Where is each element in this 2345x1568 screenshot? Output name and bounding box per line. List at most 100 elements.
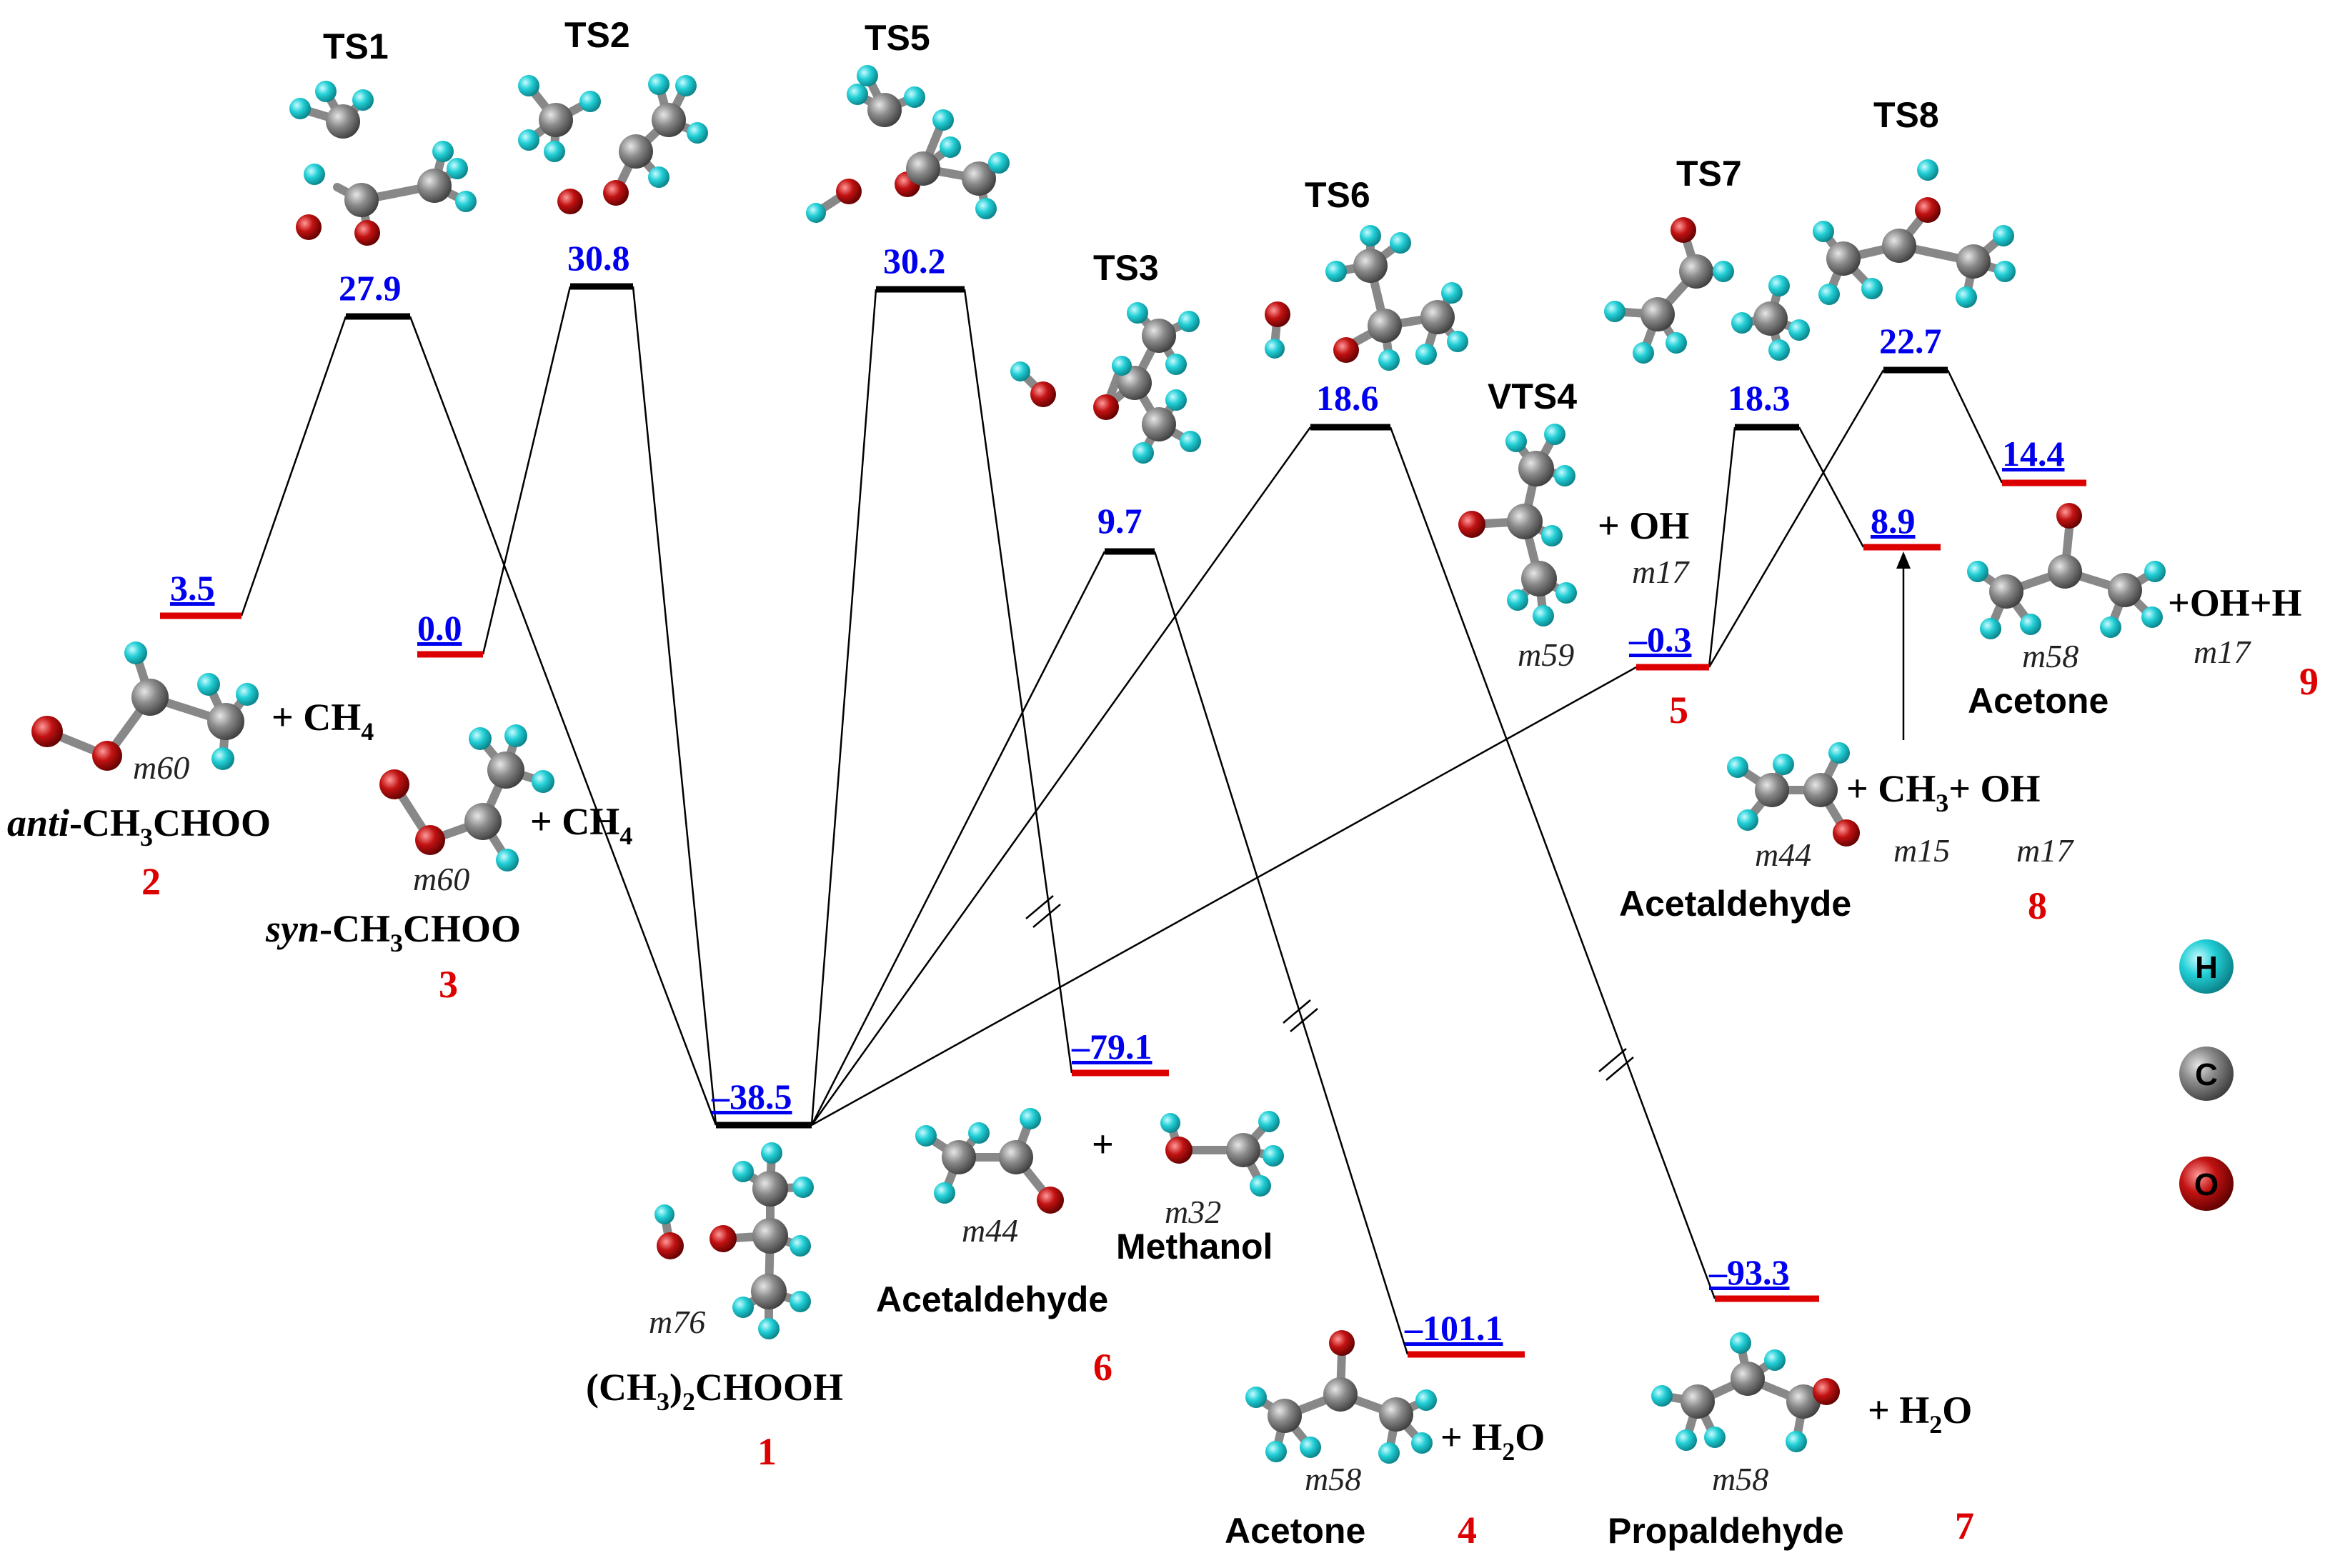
ts3-label: TS3	[1093, 248, 1159, 288]
species-5-mass: m59	[1518, 636, 1574, 673]
species-8-plus: + CH3+ OH	[1846, 767, 2041, 817]
ts1-structure	[289, 81, 477, 246]
ts8-energy: 22.7	[1879, 321, 1942, 361]
species-6-mass-2: m32	[1165, 1194, 1221, 1230]
species-8-name: Acetaldehyde	[1619, 884, 1851, 924]
ts8-structure	[1813, 159, 2016, 308]
species-6-plus: +	[1092, 1123, 1114, 1166]
acetone-molecule-9	[1967, 503, 2166, 639]
species-2-name: anti-CH3CHOO	[7, 802, 271, 852]
oxygen-atom-icon	[2179, 1157, 2234, 1211]
min3-energy: 0.0	[417, 608, 462, 648]
min-energies: 3.5 0.0 –38.5 –79.1 –101.1 –93.3 –0.3 8.…	[170, 434, 2065, 1348]
isopropyl-hydroperoxide-molecule	[654, 1142, 814, 1339]
species-8-number: 8	[2028, 884, 2047, 927]
species-9-number: 9	[2299, 660, 2319, 703]
species-4-plus: + H2O	[1440, 1416, 1545, 1466]
species-9-mass-2: m17	[2194, 634, 2251, 670]
species-6: + m44 m32 Methanol Acetaldehyde 6	[876, 1108, 1284, 1389]
ts7-structure	[1604, 217, 1810, 364]
ts2-structure	[518, 74, 708, 214]
ts2-energy: 30.8	[567, 238, 630, 278]
species-5: + OH m17 m59 5	[1458, 424, 1690, 731]
species-2-number: 2	[141, 860, 161, 903]
carbon-atom-icon	[2179, 1047, 2234, 1101]
species-8-mass-3: m17	[2016, 832, 2074, 869]
species-6-number: 6	[1093, 1346, 1112, 1389]
ts6-label: TS6	[1305, 175, 1370, 215]
species-9-name: Acetone	[1968, 681, 2108, 721]
ts7-label: TS7	[1676, 154, 1742, 194]
min8-energy: 8.9	[1871, 501, 1916, 541]
species-8-mass-1: m44	[1755, 837, 1811, 873]
legend-item-carbon: C	[2179, 1047, 2234, 1101]
species-9-plus: +OH+H	[2168, 581, 2302, 624]
min2-energy: 3.5	[170, 568, 215, 608]
species-3-mass: m60	[413, 861, 469, 897]
vts4-label: VTS4	[1488, 376, 1577, 416]
legend-label-oxygen: O	[2194, 1167, 2219, 1202]
ts8-label: TS8	[1873, 95, 1939, 135]
legend-item-hydrogen: H	[2179, 939, 2234, 994]
species-2-mass: m60	[133, 749, 189, 786]
ts5-structure	[806, 65, 1010, 223]
ts-energies: 27.9 30.8 30.2 9.7 18.6 18.3 22.7	[339, 238, 1942, 541]
species-4-mass: m58	[1305, 1461, 1361, 1497]
ts1-energy: 27.9	[339, 268, 402, 308]
acetaldehyde-molecule-6	[915, 1108, 1064, 1214]
species-1-name: (CH3)2CHOOH	[586, 1366, 843, 1416]
ts-labels: TS1 TS2 TS5 TS3 TS6 TS7 TS8 VTS4	[323, 15, 1939, 416]
species-5-number: 5	[1669, 689, 1688, 731]
species-2-plus: + CH4	[272, 696, 374, 746]
species-8: + CH3+ OH m44 m15 m17 Acetaldehyde 8	[1619, 742, 2074, 927]
species-6-name-2: Methanol	[1116, 1227, 1273, 1267]
species-5-oh-mass: m17	[1632, 554, 1690, 590]
species-7-plus: + H2O	[1868, 1389, 1972, 1439]
methanol-molecule	[1160, 1111, 1284, 1197]
species-4-number: 4	[1458, 1509, 1477, 1552]
atom-legend: H C O	[2179, 939, 2234, 1211]
min5-energy: –0.3	[1628, 619, 1692, 659]
ts5-energy: 30.2	[883, 241, 946, 281]
species-2: + CH4 m60 anti-CH3CHOO 2	[7, 641, 374, 903]
axis-break-marks	[1025, 895, 1634, 1081]
species-7-name: Propaldehyde	[1608, 1511, 1844, 1551]
ts3-energy: 9.7	[1097, 501, 1142, 541]
energy-levels	[160, 283, 2086, 1358]
min9-energy: 14.4	[2002, 434, 2065, 474]
syn-ch3choo-molecule	[379, 724, 554, 872]
species-4-name: Acetone	[1225, 1511, 1365, 1551]
min7-energy: –93.3	[1708, 1252, 1790, 1292]
acetaldehyde-molecule-8	[1727, 742, 1860, 847]
hydrogen-atom-icon	[2179, 939, 2234, 994]
species-7-mass: m58	[1712, 1461, 1768, 1497]
min6-energy: –79.1	[1071, 1027, 1152, 1067]
species-9: +OH+H m58 m17 Acetone 9	[1967, 503, 2319, 721]
species-5-plus: + OH	[1598, 504, 1689, 547]
ts3-structure	[1010, 302, 1201, 464]
ts2-label: TS2	[564, 15, 630, 55]
species-1: m76 (CH3)2CHOOH 1	[586, 1142, 843, 1473]
arrowhead	[1896, 551, 1911, 569]
species-3-name: syn-CH3CHOO	[265, 907, 521, 957]
acetone-molecule-4	[1245, 1330, 1437, 1464]
species-7-number: 7	[1955, 1504, 1974, 1547]
ts6-energy: 18.6	[1316, 378, 1379, 418]
species-1-mass: m76	[649, 1304, 705, 1340]
ts1-label: TS1	[323, 26, 389, 66]
species-4: + H2O m58 Acetone 4	[1225, 1330, 1545, 1552]
ts6-structure	[1265, 225, 1468, 371]
species-6-mass-1: m44	[962, 1212, 1018, 1249]
vts4-structure	[1458, 424, 1577, 626]
propaldehyde-molecule	[1651, 1332, 1840, 1452]
species-7: + H2O m58 Propaldehyde 7	[1608, 1332, 1974, 1551]
ts5-label: TS5	[865, 18, 930, 58]
anti-ch3choo-molecule	[31, 641, 259, 771]
reaction-paths	[240, 286, 2003, 1355]
species-3: + CH4 m60 syn-CH3CHOO 3	[265, 724, 632, 1006]
min1-energy: –38.5	[711, 1077, 792, 1117]
legend-label-carbon: C	[2195, 1057, 2218, 1092]
min4-energy: –101.1	[1404, 1308, 1503, 1348]
species-8-mass-2: m15	[1893, 832, 1950, 869]
